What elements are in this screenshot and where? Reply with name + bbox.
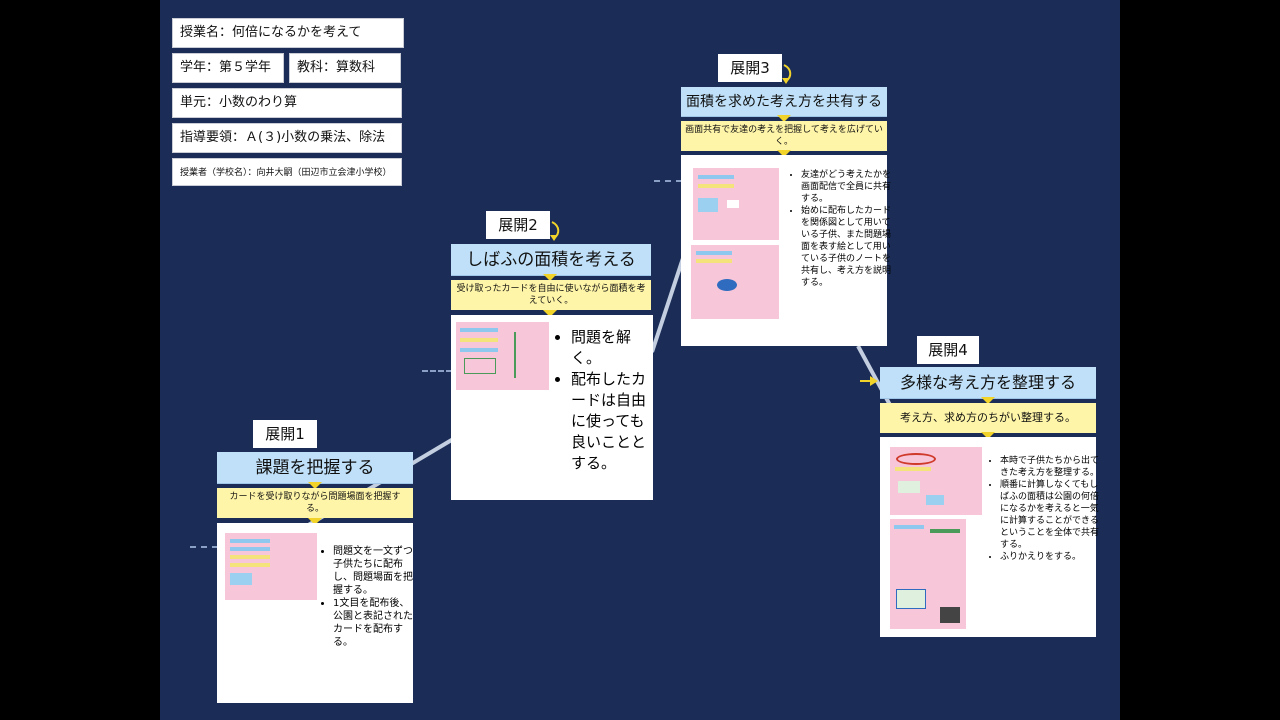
stage-3-subtitle: 画面共有で友達の考えを把握して考えを広げていく。 <box>681 121 887 151</box>
stage-4-point: 順番に計算しなくてもしばふの面積は公園の何倍になるかを考えると一気に計算すること… <box>1000 479 1100 551</box>
down-arrow-icon <box>777 115 791 122</box>
down-arrow-icon <box>543 274 557 281</box>
stage-3-label: 展開3 <box>718 54 782 82</box>
dashed-line-3 <box>654 180 682 182</box>
stage-2-title: しばふの面積を考える <box>451 244 651 276</box>
stage-4-point: ふりかえりをする。 <box>1000 551 1100 563</box>
stage-2-points: 問題を解く。 配布したカードは自由に使っても良いこととする。 <box>559 327 659 474</box>
stage-4-body: 本時で子供たちから出てきた考え方を整理する。 順番に計算しなくてもしばふの面積は… <box>880 437 1099 637</box>
stage-1-title: 課題を把握する <box>217 452 413 484</box>
slide: 授業名：何倍になるかを考えて 学年：第５学年 教科：算数科 単元：小数のわり算 … <box>160 0 1120 720</box>
stage-3-body: 友達がどう考えたかを画面配信で全員に共有する。 始めに配布したカードを関係図とし… <box>681 155 891 346</box>
stage-1-point: 問題文を一文ずつ子供たちに配布し、問題場面を把握する。 <box>333 545 417 597</box>
stage-4-subtitle: 考え方、求め方のちがい整理する。 <box>880 403 1096 433</box>
lesson-name: 授業名：何倍になるかを考えて <box>172 18 404 48</box>
dashed-line-1 <box>190 546 218 548</box>
stage-4-title: 多様な考え方を整理する <box>880 367 1096 399</box>
stage-1-point: 1文目を配布後、公園と表記されたカードを配布する。 <box>333 597 417 649</box>
stage-3-point: 始めに配布したカードを関係図として用いている子供、また問題場面を表す絵として用い… <box>801 205 893 289</box>
stage-2-point: 配布したカードは自由に使っても良いこととする。 <box>571 369 659 474</box>
stage-4-point: 本時で子供たちから出てきた考え方を整理する。 <box>1000 455 1100 479</box>
stage-3-points: 友達がどう考えたかを画面配信で全員に共有する。 始めに配布したカードを関係図とし… <box>789 169 893 289</box>
down-arrow-icon <box>981 432 995 439</box>
stage-4-thumbnail-1 <box>890 447 982 515</box>
stage-2-thumbnail <box>456 322 549 390</box>
stage-3-thumbnail-1 <box>693 168 779 240</box>
stage-4-thumbnail-2 <box>890 519 966 629</box>
guideline-label: 指導要領：Ａ(３)小数の乗法、除法 <box>172 123 402 153</box>
stage-2-point: 問題を解く。 <box>571 327 659 369</box>
stage-1-thumbnail <box>225 533 317 600</box>
stage-2-label: 展開2 <box>486 211 550 239</box>
stage-1-body: 問題文を一文ずつ子供たちに配布し、問題場面を把握する。 1文目を配布後、公園と表… <box>217 523 413 703</box>
stage-2-subtitle: 受け取ったカードを自由に使いながら面積を考えていく。 <box>451 280 651 310</box>
stage-3-thumbnail-2 <box>691 245 779 319</box>
stage-3-title: 面積を求めた考え方を共有する <box>681 87 887 117</box>
stage-1-points: 問題文を一文ずつ子供たちに配布し、問題場面を把握する。 1文目を配布後、公園と表… <box>321 545 417 649</box>
subject-label: 教科：算数科 <box>289 53 401 83</box>
down-arrow-icon <box>543 310 557 317</box>
down-arrow-icon <box>981 397 995 404</box>
right-arrow-icon <box>860 376 878 386</box>
stage-2-body: 問題を解く。 配布したカードは自由に使っても良いこととする。 <box>451 315 653 500</box>
grade-label: 学年：第５学年 <box>172 53 284 83</box>
down-arrow-icon <box>777 150 791 157</box>
down-arrow-icon <box>308 518 322 525</box>
curved-arrow-icon <box>550 221 560 241</box>
unit-label: 単元：小数のわり算 <box>172 88 402 118</box>
dashed-line-2 <box>422 370 452 372</box>
stage-3-point: 友達がどう考えたかを画面配信で全員に共有する。 <box>801 169 893 205</box>
stage-1-label: 展開1 <box>253 420 317 448</box>
curved-arrow-icon <box>782 64 792 84</box>
teacher-label: 授業者（学校名）：向井大嗣（田辺市立会津小学校） <box>172 158 402 186</box>
down-arrow-icon <box>308 482 322 489</box>
stage-4-label: 展開4 <box>917 336 979 364</box>
stage-1-subtitle: カードを受け取りながら問題場面を把握する。 <box>217 488 413 518</box>
stage-4-points: 本時で子供たちから出てきた考え方を整理する。 順番に計算しなくてもしばふの面積は… <box>988 455 1100 563</box>
